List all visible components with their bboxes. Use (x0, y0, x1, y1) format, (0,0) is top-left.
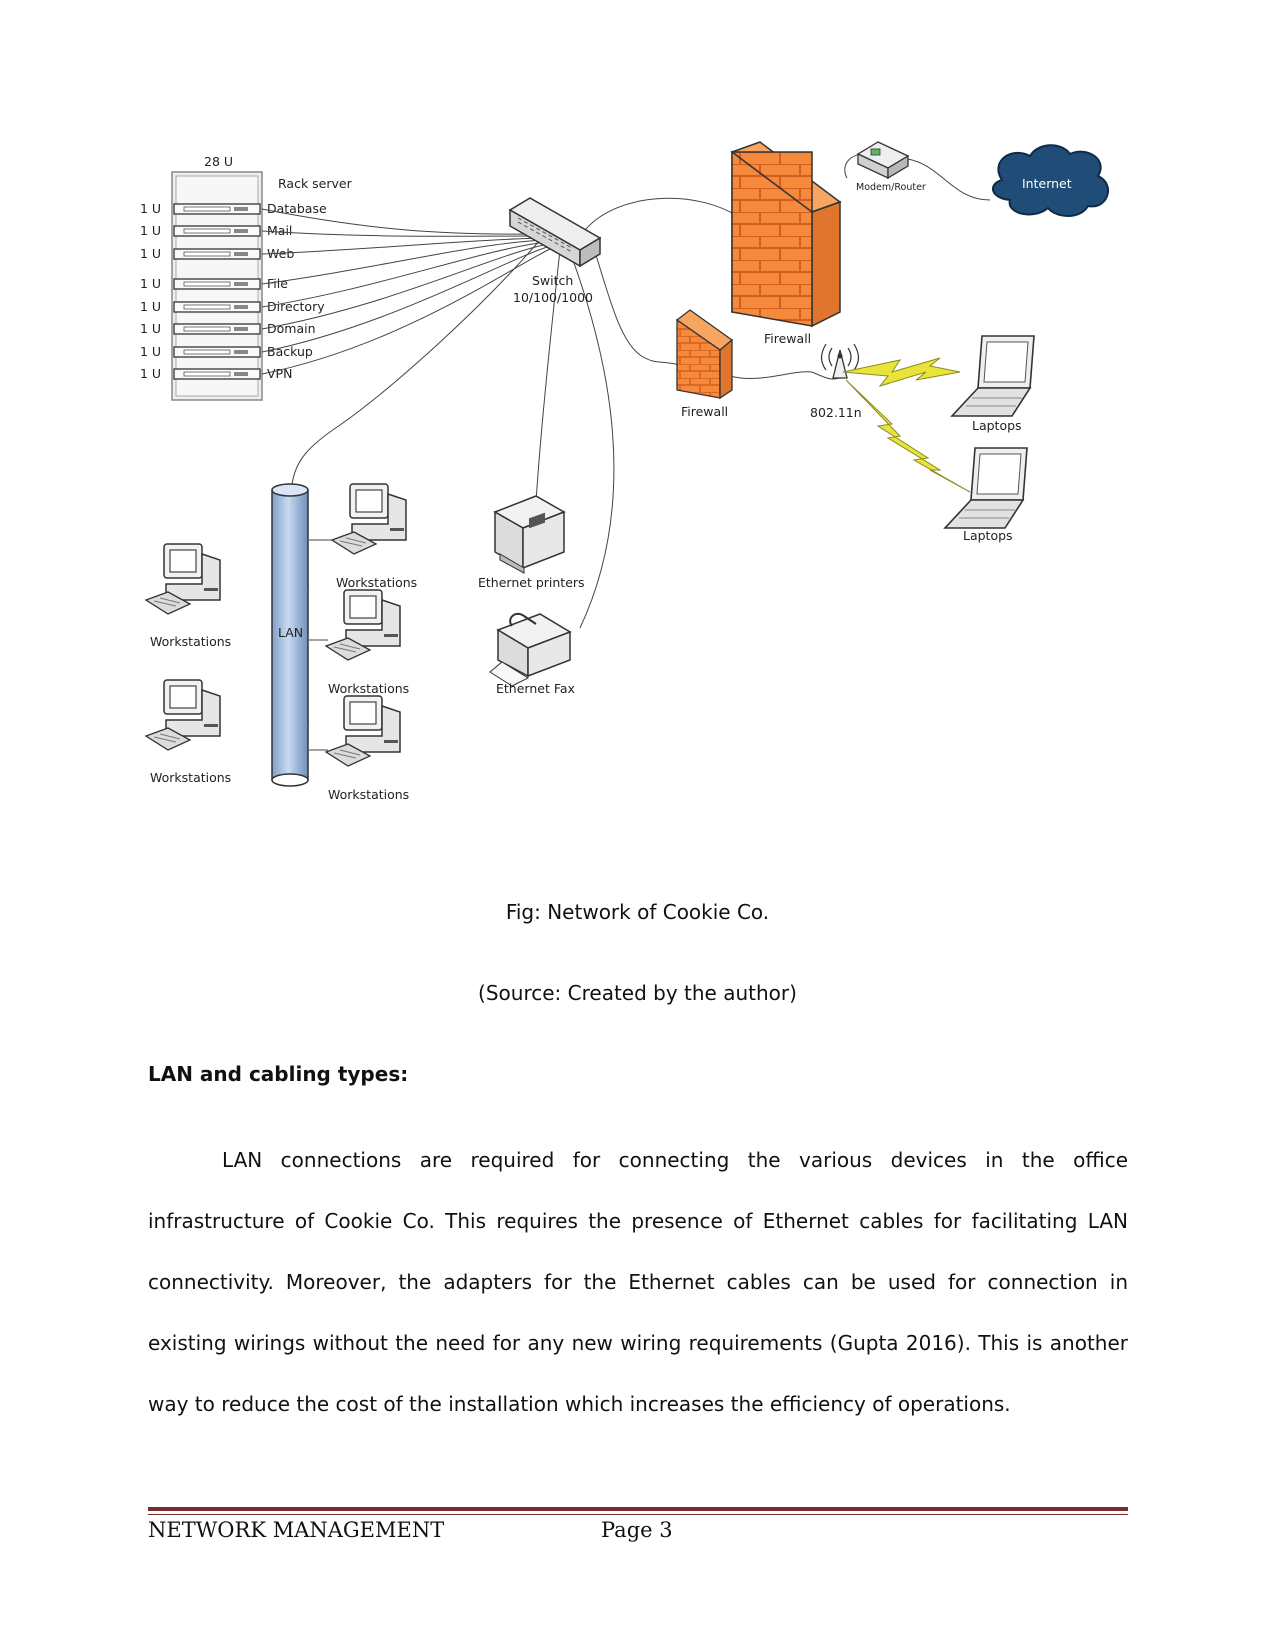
ethernet-printer-icon: Ethernet printers (478, 495, 585, 590)
workstation-icon (145, 543, 221, 615)
network-cables (261, 153, 991, 751)
wireless-link-icon (842, 357, 971, 493)
footer-title: NETWORK MANAGEMENT (148, 1518, 445, 1542)
workstations-label: Workstations (328, 787, 409, 802)
workstations-label: Workstations (150, 770, 231, 785)
network-diagram: 28 U Rack server 1 U 1 U 1 U 1 U 1 U 1 U… (140, 140, 1135, 860)
rack-unit-size: 1 U (140, 344, 161, 359)
body-paragraph: LAN connections are required for connect… (148, 1148, 1128, 1416)
footer-page-number: Page 3 (601, 1518, 673, 1542)
lan-backbone: LAN (271, 483, 309, 787)
rack-unit-size: 1 U (140, 276, 161, 291)
ethernet-printers-label: Ethernet printers (478, 575, 585, 590)
laptops-label: Laptops (963, 528, 1013, 543)
internet-label: Internet (1022, 176, 1072, 191)
server-label-backup: Backup (267, 344, 313, 359)
rack-unit (173, 278, 261, 290)
rack-unit-size: 1 U (140, 246, 161, 261)
network-switch: Switch 10/100/1000 (508, 197, 602, 305)
lan-label: LAN (278, 625, 303, 640)
rack-server: 28 U Rack server 1 U 1 U 1 U 1 U 1 U 1 U… (140, 154, 353, 401)
rack-unit-size: 1 U (140, 223, 161, 238)
workstations-label: Workstations (150, 634, 231, 649)
secondary-firewall-label: Firewall (681, 404, 728, 419)
rack-unit-size: 1 U (140, 366, 161, 381)
rack-unit-size: 1 U (140, 321, 161, 336)
rack-unit-size: 1 U (140, 299, 161, 314)
modem-router: Modem/Router (856, 141, 926, 193)
server-label-vpn: VPN (267, 366, 292, 381)
laptops-label: Laptops (972, 418, 1022, 433)
modem-router-label: Modem/Router (856, 182, 926, 193)
server-label-database: Database (267, 201, 327, 216)
wireless-access-point: 802.11n (810, 343, 862, 420)
wifi-label: 802.11n (810, 405, 862, 420)
rack-label: Rack server (278, 176, 353, 191)
main-firewall: Firewall (730, 141, 842, 346)
ethernet-fax-label: Ethernet Fax (496, 681, 575, 696)
main-firewall-label: Firewall (764, 331, 811, 346)
server-label-domain: Domain (267, 321, 316, 336)
rack-unit (173, 368, 261, 380)
workstation-icon (331, 483, 407, 555)
rack-unit (173, 248, 261, 260)
rack-unit (173, 323, 261, 335)
rack-unit-size: 1 U (140, 201, 161, 216)
footer-rule (148, 1507, 1128, 1511)
workstations-label: Workstations (328, 681, 409, 696)
workstations-label: Workstations (336, 575, 417, 590)
rack-title: 28 U (204, 154, 233, 169)
switch-label: Switch (532, 273, 573, 288)
laptop-icon (944, 447, 1028, 529)
figure-source: (Source: Created by the author) (478, 981, 797, 1005)
footer-rule-thin (148, 1514, 1128, 1515)
figure-caption: Fig: Network of Cookie Co. (505, 900, 770, 924)
workstation-icon (325, 695, 401, 767)
secondary-firewall: Firewall (675, 309, 734, 419)
rack-unit (173, 346, 261, 358)
workstation-icon (325, 589, 401, 661)
switch-speed-label: 10/100/1000 (513, 290, 593, 305)
section-heading: LAN and cabling types: (148, 1062, 409, 1086)
internet-cloud: Internet (992, 144, 1109, 217)
server-label-directory: Directory (267, 299, 325, 314)
server-label-mail: Mail (267, 223, 292, 238)
server-label-file: File (267, 276, 288, 291)
rack-unit (173, 301, 261, 313)
rack-unit (173, 225, 261, 237)
ethernet-fax-icon: Ethernet Fax (489, 612, 575, 696)
laptop-icon (951, 335, 1035, 417)
rack-unit (173, 203, 261, 215)
workstation-icon (145, 679, 221, 751)
